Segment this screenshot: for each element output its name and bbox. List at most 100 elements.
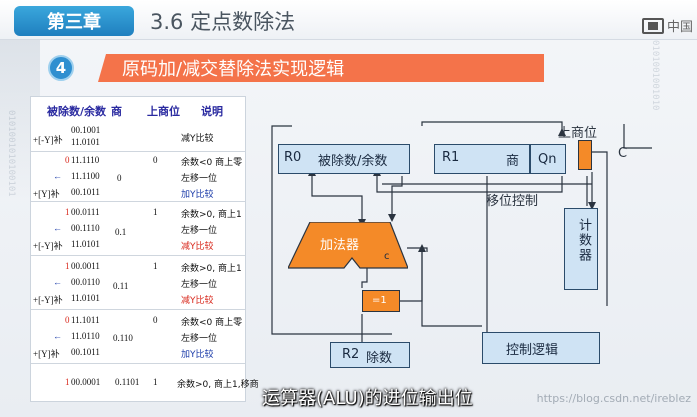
row-divider <box>31 363 245 364</box>
note: 左移一位 <box>181 174 218 184</box>
operand: 00.0011 <box>71 261 100 271</box>
qn-label: Qn <box>538 152 557 167</box>
operand: 11.0110 <box>71 331 100 341</box>
video-subtitle: 运算器(ALU)的进位输出位 <box>262 388 473 409</box>
row-divider <box>31 201 245 202</box>
operand: 11.1110 <box>71 155 100 165</box>
operand: 00.1001 <box>71 125 101 135</box>
left-label: +[-Y]补 <box>33 135 63 145</box>
left-label: +[Y]补 <box>33 189 60 199</box>
operand: 11.0101 <box>71 293 100 303</box>
operand: 11.0101 <box>71 239 100 249</box>
note: 减Y比较 <box>181 296 214 306</box>
binary-decoration-left: 0101001010100101 <box>6 110 16 197</box>
watermark: https://blog.csdn.net/ireblez <box>536 392 691 405</box>
xor-gate <box>362 290 400 312</box>
quotient: 0 <box>117 173 122 183</box>
sign-bit: 1 <box>65 377 70 387</box>
sign-bit: 0 <box>65 315 70 325</box>
r2-register <box>330 342 410 368</box>
top-bit-label: 上商位 <box>558 126 598 141</box>
note: 余数>0, 商上1 <box>181 264 242 274</box>
col-header-quotient: 商 <box>111 105 122 118</box>
logo: 中国 <box>641 16 693 35</box>
quotient-bit: 1 <box>153 377 158 387</box>
shift-arrow: ← <box>53 171 62 181</box>
c-label: C <box>618 146 628 161</box>
col-header-dividend: 被除数/余数 <box>47 105 107 118</box>
r1-text: 商 <box>506 154 520 169</box>
quotient: 0.11 <box>113 281 129 291</box>
r1-register <box>434 144 530 174</box>
shift-arrow: ← <box>53 277 62 287</box>
note: 余数<0 商上零 <box>181 158 243 168</box>
operand: 11.1011 <box>71 315 100 325</box>
left-label: +[Y]补 <box>33 349 60 359</box>
r2-text: 除数 <box>366 351 393 366</box>
binary-decoration-right: 0101001001010 <box>650 40 660 111</box>
operand: 00.0001 <box>71 377 101 387</box>
note: 加Y比较 <box>181 350 214 360</box>
shift-arrow: ← <box>53 331 62 341</box>
control-logic-box <box>482 332 600 364</box>
operand: 11.0101 <box>71 137 100 147</box>
control-logic-label: 控制逻辑 <box>506 343 559 358</box>
quotient-bit: 0 <box>153 315 158 325</box>
quotient: 0.1101 <box>115 377 140 387</box>
xor-label: =1 <box>372 295 387 306</box>
note: 减Y比较 <box>181 134 214 144</box>
row-divider <box>31 309 245 310</box>
sign-bit: 1 <box>65 261 70 271</box>
col-header-note: 说明 <box>201 105 223 118</box>
row-divider <box>31 151 245 152</box>
r0-label: R0 <box>284 150 302 165</box>
note: 余数>0, 商上1,移商 <box>177 380 259 390</box>
section-title: 3.6 定点数除法 <box>150 10 296 34</box>
r2-label: R2 <box>342 347 360 362</box>
note: 左移一位 <box>181 226 218 236</box>
operand: 00.1011 <box>71 347 100 357</box>
adder-label: 加法器 <box>320 238 360 253</box>
adder-c-label: c <box>384 251 390 262</box>
operand: 00.0111 <box>71 207 100 217</box>
top-bar: 第三章 3.6 定点数除法 中国 <box>0 0 697 40</box>
left-label: +[-Y]补 <box>33 241 63 251</box>
operand: 11.1100 <box>71 171 100 181</box>
qn-cell <box>530 144 566 174</box>
operand: 00.0110 <box>71 277 100 287</box>
sign-bit: 0 <box>65 155 70 165</box>
counter-box <box>564 208 598 290</box>
adder-shape <box>288 222 408 269</box>
quotient-bit: 0 <box>153 155 158 165</box>
note: 余数<0 商上零 <box>181 318 243 328</box>
slide-heading: 原码加/减交替除法实现逻辑 <box>98 54 544 82</box>
counter-label: 计数器 <box>576 218 591 263</box>
row-divider <box>31 255 245 256</box>
shift-control-label: 移位控制 <box>486 194 539 209</box>
c-bit-cell <box>578 140 592 170</box>
logo-text: 中国 <box>666 20 693 35</box>
note: 加Y比较 <box>181 190 214 200</box>
divider-logic-diagram: R0 被除数/余数 R1 商 Qn 上商位 C 移位控制 计数器 加法器 c =… <box>262 96 682 376</box>
note: 余数>0, 商上1 <box>181 210 242 220</box>
quotient-bit: 1 <box>153 207 158 217</box>
division-steps-table: 被除数/余数 商 上商位 说明 +[-Y]补 00.1001 11.0101 减… <box>30 96 259 402</box>
operand: 00.1011 <box>71 187 100 197</box>
note: 左移一位 <box>181 280 218 290</box>
quotient: 0.110 <box>113 333 133 343</box>
chapter-badge: 第三章 <box>14 6 134 36</box>
logo-icon <box>641 17 664 34</box>
note: 减Y比较 <box>181 242 214 252</box>
quotient-bit: 1 <box>153 261 158 271</box>
shift-arrow: ← <box>53 223 62 233</box>
left-label: +[-Y]补 <box>33 295 63 305</box>
col-header-quotient-bit: 上商位 <box>147 105 180 118</box>
sign-bit: 1 <box>65 207 70 217</box>
r0-text: 被除数/余数 <box>318 154 388 169</box>
step-number-badge: 4 <box>48 55 74 81</box>
r0-register <box>278 144 410 174</box>
r1-label: R1 <box>442 150 460 165</box>
quotient: 0.1 <box>115 227 127 237</box>
operand: 00.1110 <box>71 223 100 233</box>
note: 左移一位 <box>181 334 218 344</box>
